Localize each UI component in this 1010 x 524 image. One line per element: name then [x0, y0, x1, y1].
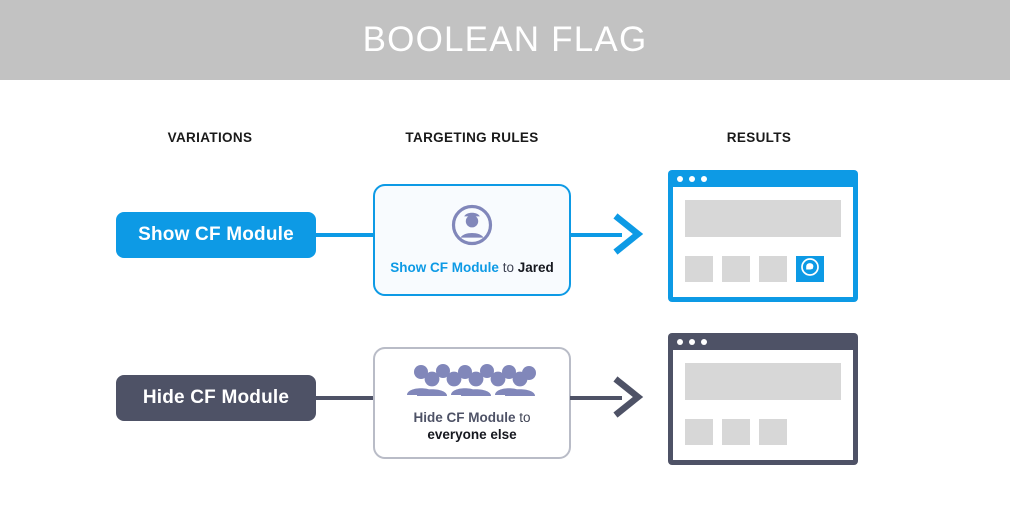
arrow-hide-to-result	[612, 376, 646, 423]
rule-action-label-hide: Hide CF Module	[413, 409, 516, 425]
content-thumbnail	[722, 419, 750, 445]
content-thumbnail	[685, 419, 713, 445]
window-dot-icon	[701, 338, 707, 345]
chat-bubble-icon	[800, 257, 820, 282]
window-dot-icon	[677, 338, 683, 345]
result-browser-window-hide[interactable]	[668, 333, 858, 465]
rule-target-label-hide: everyone else	[427, 426, 517, 442]
column-header-targeting-rules: TARGETING RULES	[405, 130, 539, 145]
content-thumbnail	[759, 256, 787, 282]
connector-line-hide-rule-to-result	[570, 396, 622, 400]
arrow-show-to-result	[612, 213, 646, 260]
variation-pill-hide-cf-module[interactable]: Hide CF Module	[116, 375, 316, 421]
window-dot-icon	[701, 175, 707, 182]
rule-connector-word-show: to	[502, 260, 514, 275]
content-thumbnail	[722, 256, 750, 282]
browser-title-bar-show	[668, 170, 858, 187]
content-thumbnail	[759, 419, 787, 445]
content-thumbnail-row-hide	[685, 419, 841, 445]
connector-line-hide-variation-to-rule	[306, 396, 376, 400]
targeting-rule-card-hide[interactable]: Hide CF Module to everyone else	[373, 347, 571, 459]
targeting-rule-text-hide: Hide CF Module to everyone else	[413, 409, 530, 443]
variation-pill-label: Hide CF Module	[142, 387, 290, 408]
window-dot-icon	[689, 338, 695, 345]
rule-action-label-show: Show CF Module	[390, 260, 499, 275]
window-dot-icon	[689, 175, 695, 182]
cf-module-tile[interactable]	[796, 256, 824, 282]
content-thumbnail-row-show	[685, 256, 841, 282]
result-browser-window-show[interactable]	[668, 170, 858, 302]
connector-line-show-variation-to-rule	[306, 233, 376, 237]
page-header: BOOLEAN FLAG	[0, 0, 1010, 80]
rule-connector-word-hide: to	[519, 409, 531, 425]
targeting-rule-card-show[interactable]: Show CF Module to Jared	[373, 184, 571, 296]
variation-pill-label: Show CF Module	[138, 224, 294, 245]
browser-title-bar-hide	[668, 333, 858, 350]
content-placeholder-block	[685, 200, 841, 237]
content-placeholder-block	[685, 363, 841, 400]
column-header-results: RESULTS	[726, 130, 792, 145]
variation-pill-show-cf-module[interactable]: Show CF Module	[116, 212, 316, 258]
page-title: BOOLEAN FLAG	[362, 20, 648, 59]
rule-target-label-show: Jared	[517, 260, 554, 275]
browser-content-hide	[673, 350, 853, 460]
single-user-icon	[451, 204, 493, 251]
group-of-people-icon	[405, 363, 539, 401]
targeting-rule-text-show: Show CF Module to Jared	[390, 259, 554, 276]
column-header-variations: VARIATIONS	[167, 130, 253, 145]
content-thumbnail	[685, 256, 713, 282]
browser-content-show	[673, 187, 853, 297]
window-dot-icon	[677, 175, 683, 182]
connector-line-show-rule-to-result	[570, 233, 622, 237]
